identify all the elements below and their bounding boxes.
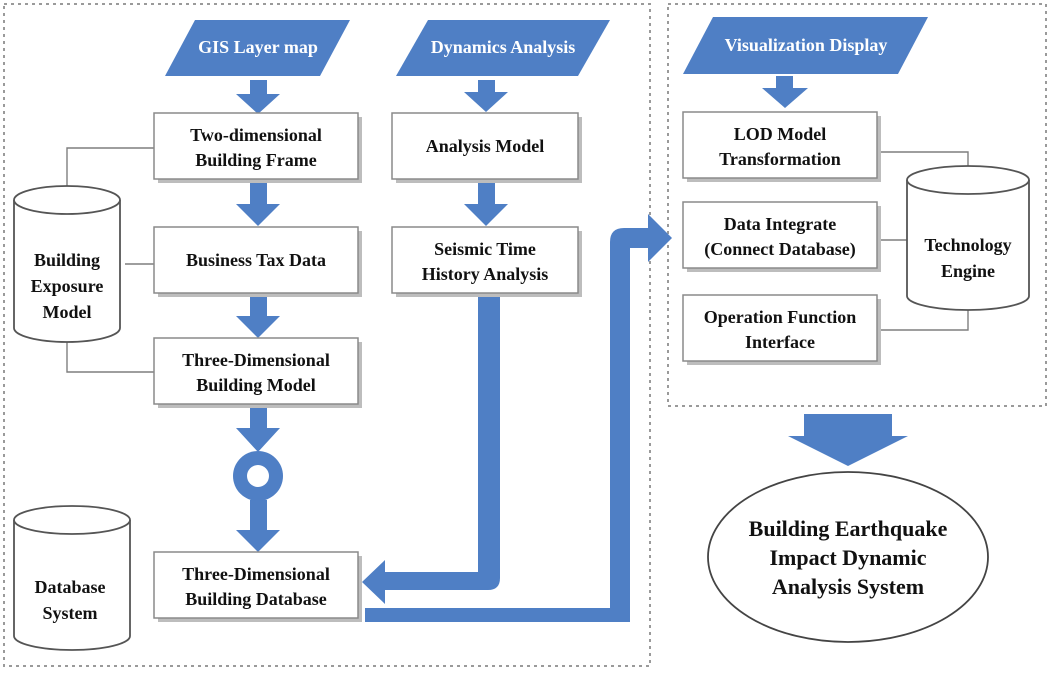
svg-text:(Connect Database): (Connect Database)	[704, 239, 855, 260]
three-dimensional-building-database-box: Three-Dimensional Building Database	[153, 551, 362, 622]
svg-text:Database: Database	[35, 577, 106, 597]
technology-engine-cylinder: Technology Engine	[906, 165, 1030, 311]
arrow-down	[236, 500, 280, 552]
left-group-border	[3, 3, 651, 667]
svg-text:Technology: Technology	[924, 235, 1011, 255]
svg-text:Business Tax Data: Business Tax Data	[186, 250, 326, 270]
flow-arrows	[236, 76, 908, 622]
arrow-to-result	[788, 414, 908, 466]
svg-text:Three-Dimensional: Three-Dimensional	[182, 350, 330, 370]
svg-text:Impact Dynamic: Impact Dynamic	[769, 545, 926, 570]
svg-text:Model: Model	[43, 302, 92, 322]
svg-text:Seismic Time: Seismic Time	[434, 239, 536, 259]
arrow-down	[762, 76, 808, 108]
arrow-down	[236, 180, 280, 226]
svg-text:LOD Model: LOD Model	[734, 124, 827, 144]
arrow-down	[236, 294, 280, 338]
result-system-ellipse: Building Earthquake Impact Dynamic Analy…	[707, 471, 989, 643]
svg-text:Building Earthquake: Building Earthquake	[749, 516, 948, 541]
arrow-down	[464, 180, 508, 226]
svg-text:Data Integrate: Data Integrate	[724, 214, 836, 234]
svg-text:Operation Function: Operation Function	[704, 307, 857, 327]
svg-text:Dynamics Analysis: Dynamics Analysis	[431, 37, 576, 57]
lod-model-transformation-box: LOD Model Transformation	[682, 111, 881, 182]
svg-text:Engine: Engine	[941, 261, 995, 281]
svg-text:GIS Layer map: GIS Layer map	[198, 37, 318, 57]
svg-text:History Analysis: History Analysis	[422, 264, 549, 284]
arrow-database-to-visualization	[365, 214, 672, 622]
svg-text:Building Database: Building Database	[185, 589, 327, 609]
arrow-down	[236, 406, 280, 452]
gis-layer-input: GIS Layer map	[165, 20, 350, 76]
operation-function-interface-box: Operation Function Interface	[682, 294, 881, 365]
two-dimensional-building-frame-box: Two-dimensional Building Frame	[153, 112, 362, 183]
building-exposure-model-cylinder: Building Exposure Model	[13, 185, 121, 343]
visualization-display-input: Visualization Display	[683, 17, 928, 74]
analysis-model-box: Analysis Model	[391, 112, 582, 183]
dynamics-analysis-input: Dynamics Analysis	[396, 20, 610, 76]
svg-text:Visualization Display: Visualization Display	[725, 35, 888, 55]
svg-text:System: System	[43, 603, 98, 623]
database-system-cylinder: Database System	[13, 505, 131, 651]
arrow-down	[236, 80, 280, 114]
svg-text:Transformation: Transformation	[719, 149, 841, 169]
svg-text:Building Frame: Building Frame	[195, 150, 317, 170]
connector-lines	[66, 147, 969, 373]
data-integrate-box: Data Integrate (Connect Database)	[682, 201, 881, 272]
merge-node	[233, 451, 283, 501]
arrow-seismic-to-database	[362, 292, 500, 604]
svg-text:Interface: Interface	[745, 332, 815, 352]
svg-text:Three-Dimensional: Three-Dimensional	[182, 564, 330, 584]
svg-text:Building Model: Building Model	[196, 375, 316, 395]
three-dimensional-building-model-box: Three-Dimensional Building Model	[153, 337, 362, 408]
svg-text:Analysis Model: Analysis Model	[426, 136, 545, 156]
arrow-down	[464, 80, 508, 112]
svg-text:Building: Building	[34, 250, 100, 270]
svg-text:Exposure: Exposure	[31, 276, 104, 296]
right-group-border	[667, 3, 1047, 407]
business-tax-data-box: Business Tax Data	[153, 226, 362, 297]
svg-text:Two-dimensional: Two-dimensional	[190, 125, 322, 145]
seismic-time-history-analysis-box: Seismic Time History Analysis	[391, 226, 582, 297]
svg-text:Analysis System: Analysis System	[772, 574, 924, 599]
